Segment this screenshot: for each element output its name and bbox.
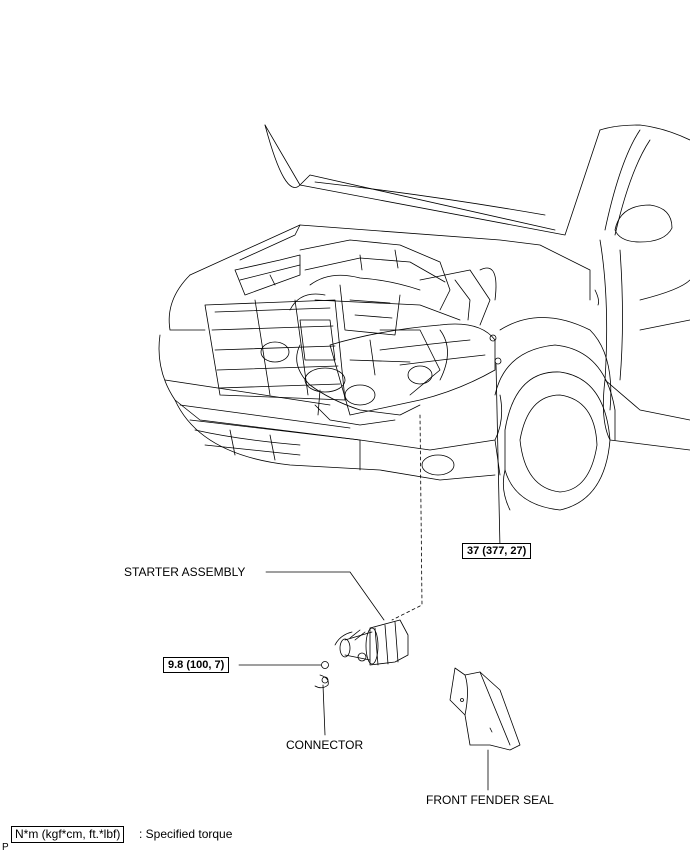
vehicle-body	[158, 124, 690, 511]
installation-dashed-line	[391, 414, 423, 621]
starter-assembly-label: STARTER ASSEMBLY	[124, 565, 246, 579]
terminal-nut	[321, 661, 329, 669]
starter-leader-line	[265, 571, 385, 621]
torque-leader-line	[495, 363, 501, 549]
front-fender-seal-label: FRONT FENDER SEAL	[426, 793, 554, 807]
corner-mark: P	[2, 842, 9, 853]
legend-torque-unit-box: N*m (kgf*cm, ft.*lbf)	[11, 826, 125, 843]
engine-assembly	[234, 239, 497, 426]
connector-leader-line	[322, 684, 326, 736]
torque-spec-terminal-nut: 9.8 (100, 7)	[163, 657, 230, 673]
front-fender-seal-part	[449, 667, 521, 791]
torque-spec-body-nut: 37 (377, 27)	[462, 543, 532, 559]
starter-assembly-part	[238, 571, 409, 736]
fender-bolts	[489, 334, 502, 549]
connector-label: CONNECTOR	[286, 738, 364, 752]
legend-description: : Specified torque	[139, 827, 233, 841]
